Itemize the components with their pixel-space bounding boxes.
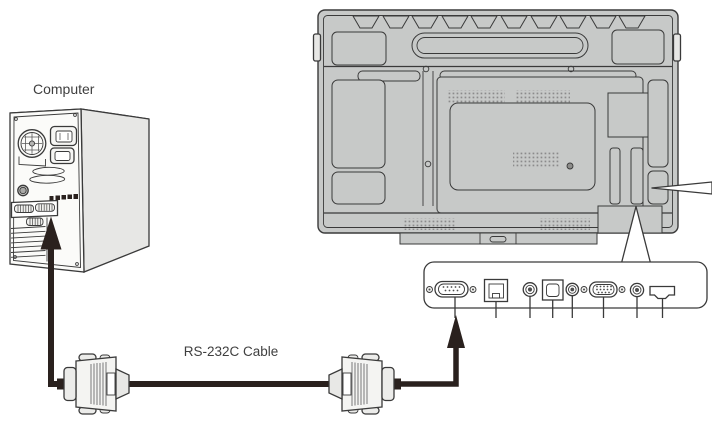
hdmi-port [649,285,676,318]
power-socket-icon [49,125,78,147]
center-mount-recess [436,76,649,214]
audio-jack-3 [629,282,645,318]
vent-dots [448,90,505,103]
rs232c-cable [56,353,402,415]
lan-port [483,278,509,318]
screw-hole [424,160,432,168]
vent-dots [513,152,560,168]
voltage-switch-outline [18,156,46,167]
vga-port [580,281,626,318]
vent-dots [540,218,590,230]
computer-label: Computer [33,81,95,97]
bottom-bar [399,232,598,245]
computer-tower [9,108,150,273]
left-side-tab [312,33,322,62]
vent-dots [515,90,570,103]
arrow-to-computer [40,216,62,387]
button [489,236,507,243]
vent-dots [404,218,456,230]
audio-jack-2 [565,282,580,318]
display-rear [312,9,682,245]
connector-panel [423,261,708,318]
audio-jack-1 [522,282,538,318]
cover-plate [449,102,596,191]
optical-port [541,279,564,318]
callout-wedge-bottom [620,206,652,264]
screw-hole [422,65,430,73]
right-side-tab [672,33,682,62]
rs232c-port [426,280,477,318]
cable-connector-right [328,353,402,415]
serial-port-area [10,199,59,219]
arrow-to-display [398,315,465,387]
vga-port-computer [26,217,44,226]
callout-wedge-side [651,181,712,195]
screw [566,162,574,170]
round-connector-icon [17,184,29,197]
handle-slot [411,32,589,59]
vent-slots [29,166,66,184]
usb-port-row [49,194,78,201]
cooling-fan-icon [17,129,47,158]
screw-hole [567,65,575,73]
power-outlet-icon [49,147,75,165]
rs232c-cable-label: RS-232C Cable [183,344,279,359]
cable-connector-left [56,353,130,415]
